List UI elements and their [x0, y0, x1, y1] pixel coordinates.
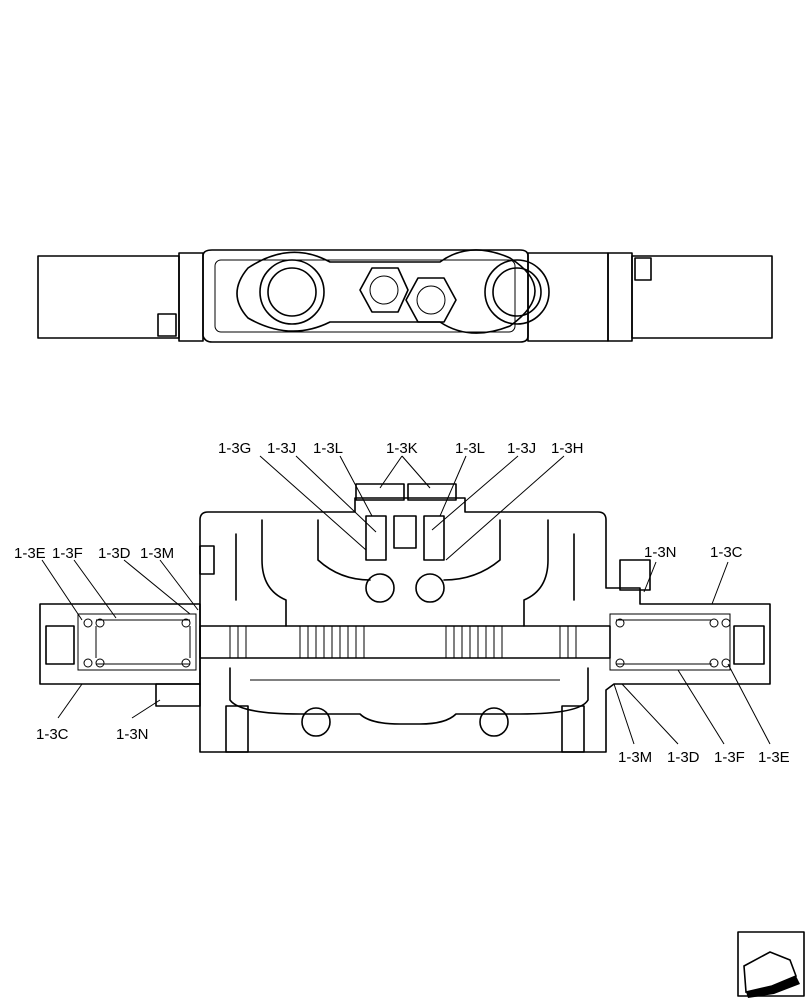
- callout-1-3e-right: 1-3E: [758, 749, 790, 766]
- hex-nut-left: [359, 267, 409, 313]
- hex-nut-right: [405, 277, 457, 323]
- next-page-arrow-icon[interactable]: [737, 931, 805, 998]
- callout-1-3j-right: 1-3J: [507, 440, 536, 457]
- callout-1-3n-left: 1-3N: [116, 726, 149, 743]
- callout-1-3e-left: 1-3E: [14, 545, 46, 562]
- callouts-right-upper: 1-3N 1-3C: [644, 544, 743, 561]
- link-plate: [236, 249, 536, 334]
- valve-top-view: [37, 249, 773, 343]
- callout-1-3g: 1-3G: [218, 440, 251, 457]
- callout-1-3l-left: 1-3L: [313, 440, 343, 457]
- callouts-left-lower: 1-3C 1-3N: [36, 726, 149, 743]
- callout-1-3c-left: 1-3C: [36, 726, 69, 743]
- callout-1-3m-left: 1-3M: [140, 545, 174, 562]
- section-body: [199, 497, 771, 753]
- plug-left: [355, 483, 405, 501]
- callout-1-3j-left: 1-3J: [267, 440, 296, 457]
- callout-1-3h: 1-3H: [551, 440, 584, 457]
- left-spring-cap: [39, 603, 201, 685]
- leader-lines: [41, 455, 771, 745]
- right-end-cap: [631, 255, 773, 339]
- plug-right: [407, 483, 457, 501]
- callout-1-3c-right: 1-3C: [710, 544, 743, 561]
- port-left: [259, 259, 325, 325]
- callout-1-3n-right: 1-3N: [644, 544, 677, 561]
- callouts-left-upper: 1-3E 1-3F 1-3D 1-3M: [14, 545, 174, 562]
- callout-1-3m-right: 1-3M: [618, 749, 652, 766]
- callout-1-3d-left: 1-3D: [98, 545, 131, 562]
- valve-body-top: [202, 249, 529, 343]
- callout-1-3f-left: 1-3F: [52, 545, 83, 562]
- callout-1-3k: 1-3K: [386, 440, 418, 457]
- callout-1-3l-right: 1-3L: [455, 440, 485, 457]
- callouts-top: 1-3G 1-3J 1-3L 1-3K 1-3L 1-3J 1-3H: [218, 440, 584, 457]
- valve-section-view: [39, 483, 771, 753]
- right-spring-cap: [733, 625, 765, 665]
- spool: [199, 625, 611, 659]
- port-right: [484, 259, 550, 325]
- callouts-right-lower: 1-3M 1-3D 1-3F 1-3E: [618, 749, 790, 766]
- callout-1-3d-right: 1-3D: [667, 749, 700, 766]
- callout-1-3f-right: 1-3F: [714, 749, 745, 766]
